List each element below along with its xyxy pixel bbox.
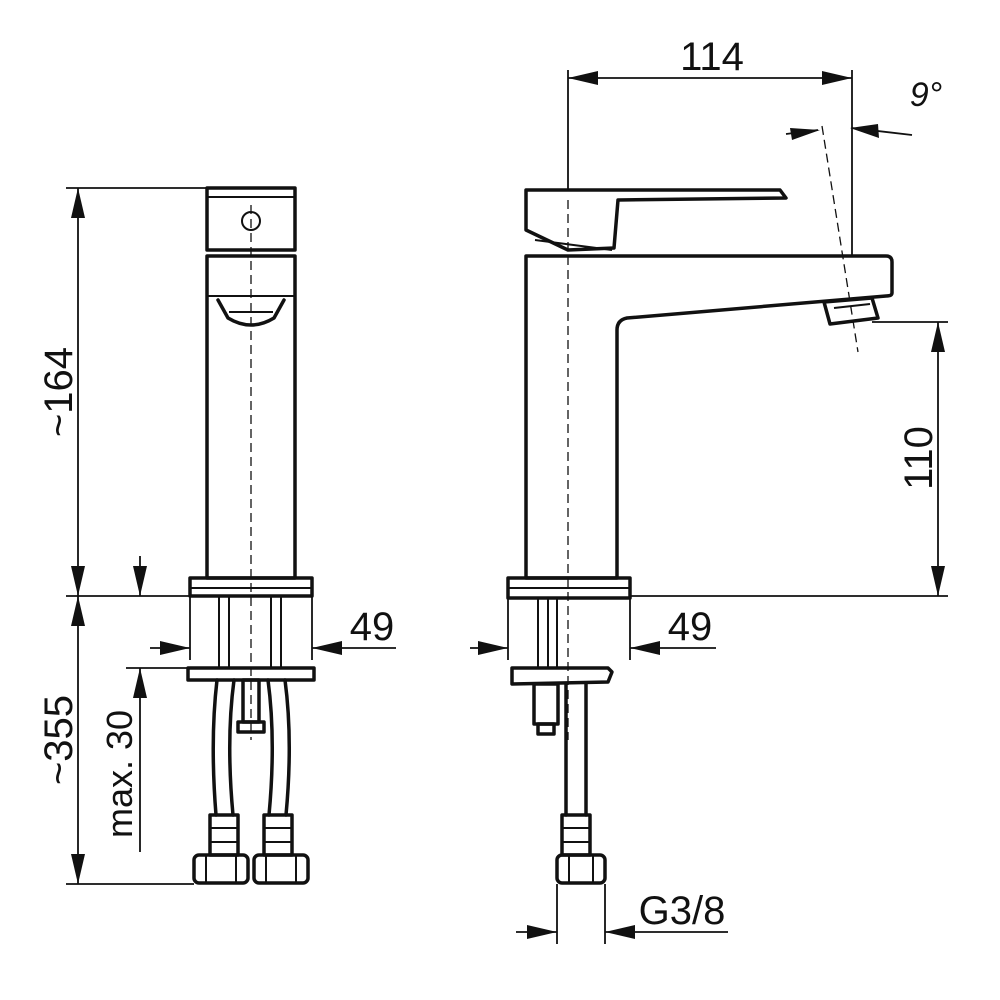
dimension-lines xyxy=(66,70,948,944)
label-spout-reach: 114 xyxy=(680,35,744,79)
side-body xyxy=(524,254,894,580)
side-lever xyxy=(524,188,788,252)
label-hose-length: ~355 xyxy=(37,695,81,785)
label-total-height: ~164 xyxy=(37,347,81,437)
hose-left xyxy=(211,678,219,817)
label-connection-thread: G3/8 xyxy=(639,889,726,933)
spout-axis-line xyxy=(821,125,859,353)
side-mounting-plate xyxy=(510,666,614,686)
hose-crimp-right xyxy=(262,813,294,857)
hex-nut-right xyxy=(252,853,310,885)
side-aerator xyxy=(822,296,880,326)
dimension-labels: 114 9° ~164 110 49 49 ~355 max. 30 G3/8 xyxy=(37,35,942,933)
hose-right xyxy=(266,678,274,817)
label-base-front: 49 xyxy=(350,605,395,649)
side-view xyxy=(506,125,894,885)
side-stud xyxy=(532,682,560,726)
hex-nut-left xyxy=(192,853,250,885)
front-view xyxy=(186,186,316,885)
label-spout-angle: 9° xyxy=(910,76,943,114)
label-max-deck: max. 30 xyxy=(99,710,140,838)
hose-crimp-left xyxy=(208,813,240,857)
label-base-side: 49 xyxy=(668,605,713,649)
side-hex-nut xyxy=(555,853,607,885)
label-spout-height: 110 xyxy=(897,426,941,490)
side-hose-crimp xyxy=(560,813,592,857)
